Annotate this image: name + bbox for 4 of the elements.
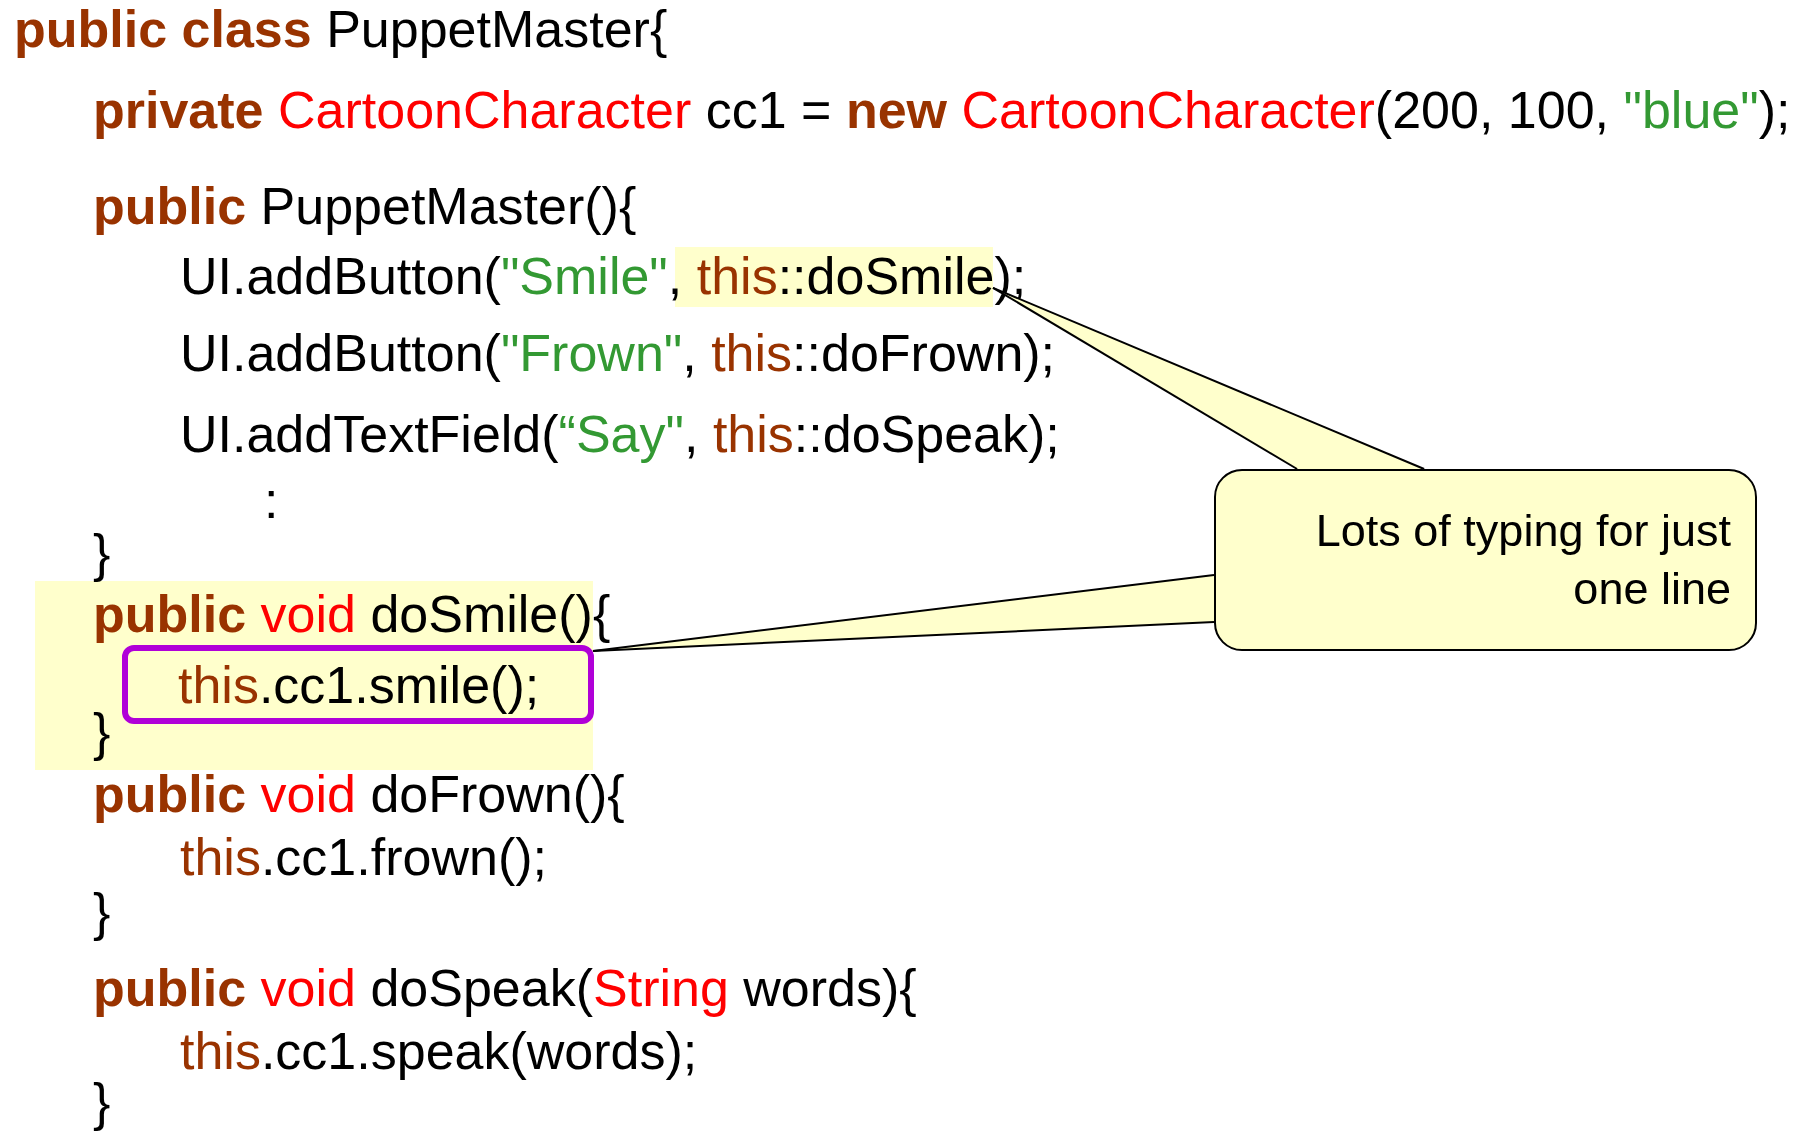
callout-text: Lots of typing for just one line: [1314, 503, 1731, 616]
callout-box: [1214, 469, 1757, 651]
emphasis-frame: [122, 645, 594, 724]
code-line: :: [264, 474, 279, 526]
